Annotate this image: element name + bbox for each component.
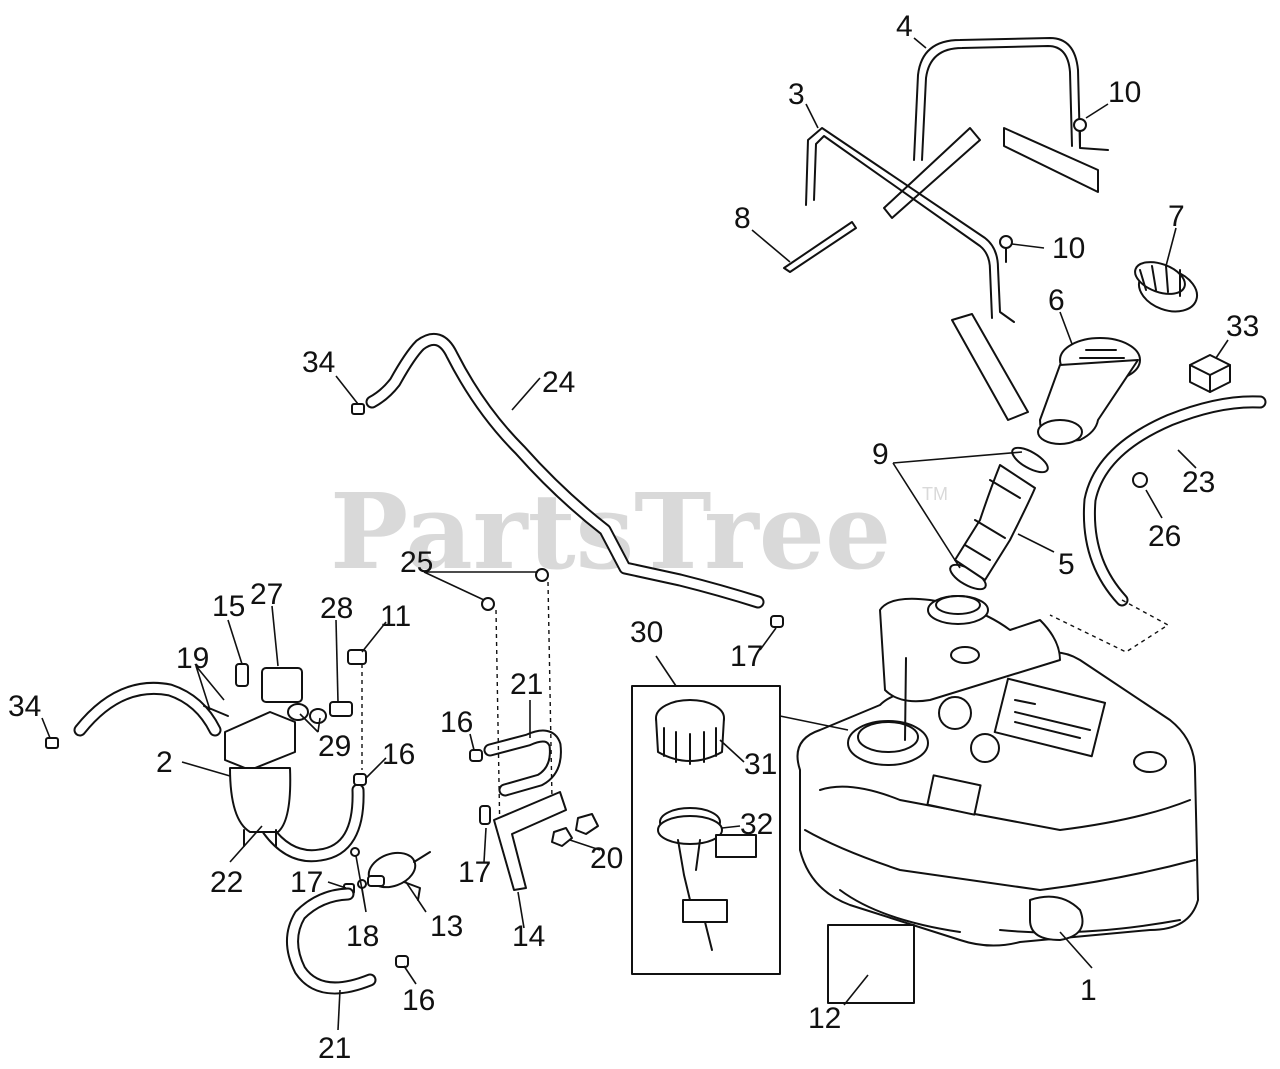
callout-17-bracket: 17 bbox=[458, 856, 491, 889]
callout-17-right: 17 bbox=[730, 640, 763, 673]
callout-15: 15 bbox=[212, 590, 245, 623]
leader-lines bbox=[41, 37, 1229, 1031]
callout-21-lower: 21 bbox=[318, 1032, 351, 1065]
callout-8: 8 bbox=[734, 202, 751, 235]
callout-30: 30 bbox=[630, 616, 663, 649]
part-26-clip bbox=[1132, 472, 1148, 488]
callouts: 1 2 3 4 5 6 7 8 9 10 10 11 12 13 14 15 1… bbox=[8, 10, 1259, 1065]
part-4-tank-strap-upper bbox=[913, 37, 1109, 161]
part-20-nuts bbox=[551, 813, 599, 847]
part-14-bracket bbox=[493, 791, 567, 891]
callout-28: 28 bbox=[320, 592, 353, 625]
callout-3: 3 bbox=[788, 78, 805, 111]
callout-9: 9 bbox=[872, 438, 889, 471]
callout-22: 22 bbox=[210, 866, 243, 899]
callout-1: 1 bbox=[1080, 974, 1097, 1007]
callout-7: 7 bbox=[1168, 200, 1185, 233]
tank-filler-port bbox=[927, 595, 989, 625]
part-10-bolt-upper bbox=[1073, 118, 1087, 147]
callout-18: 18 bbox=[346, 920, 379, 953]
callout-25: 25 bbox=[400, 546, 433, 579]
part-16-clamp-mid bbox=[353, 773, 367, 786]
part-7-fuel-cap bbox=[1134, 261, 1199, 313]
part-33-decal bbox=[1189, 354, 1231, 393]
part-21-hose-upper bbox=[483, 729, 562, 797]
callout-5: 5 bbox=[1058, 548, 1075, 581]
callout-20: 20 bbox=[590, 842, 623, 875]
callout-31: 31 bbox=[744, 748, 777, 781]
callout-6: 6 bbox=[1048, 284, 1065, 317]
callout-13: 13 bbox=[430, 910, 463, 943]
callout-16-mid: 16 bbox=[382, 738, 415, 771]
part-21-hose-lower bbox=[286, 887, 377, 995]
part-24-fuel-line bbox=[365, 332, 765, 609]
tank-pump-port bbox=[847, 657, 929, 766]
callout-23: 23 bbox=[1182, 466, 1215, 499]
part-17-clamp-right bbox=[770, 615, 784, 628]
callout-4: 4 bbox=[896, 10, 913, 43]
part-34-cap-left bbox=[45, 737, 59, 749]
callout-12: 12 bbox=[808, 1002, 841, 1035]
part-23-vent-line bbox=[1049, 395, 1267, 653]
part-3-tank-strap-front bbox=[805, 127, 1015, 323]
part-13-fuel-pump bbox=[367, 851, 431, 901]
callout-14: 14 bbox=[512, 920, 545, 953]
part-34-cap-upper bbox=[351, 403, 365, 415]
part-10-bolt-lower bbox=[999, 235, 1013, 263]
watermark-trademark: TM bbox=[922, 484, 948, 504]
callout-34-left: 34 bbox=[8, 690, 41, 723]
callout-24: 24 bbox=[542, 366, 575, 399]
part-12-decal bbox=[827, 924, 915, 1004]
callout-10-upper: 10 bbox=[1108, 76, 1141, 109]
part-9-hose-clamps bbox=[949, 446, 1049, 591]
callout-34-upper: 34 bbox=[302, 346, 335, 379]
part-17-clamp-bracket bbox=[479, 805, 491, 825]
part-28-fitting bbox=[329, 701, 353, 717]
callout-19: 19 bbox=[176, 642, 209, 675]
part-5-filler-hose bbox=[954, 464, 1036, 581]
part-1-fuel-tank bbox=[796, 597, 1199, 947]
part-32-fuel-pump-sender bbox=[657, 807, 757, 951]
part-8-pad bbox=[783, 221, 857, 273]
callout-26: 26 bbox=[1148, 520, 1181, 553]
callout-17-pump: 17 bbox=[290, 866, 323, 899]
part-31-lock-ring bbox=[655, 699, 725, 765]
callout-2: 2 bbox=[156, 746, 173, 779]
callout-16-bracket: 16 bbox=[440, 706, 473, 739]
callout-16-lower: 16 bbox=[402, 984, 435, 1017]
part-19-screw bbox=[203, 705, 229, 717]
callout-27: 27 bbox=[250, 578, 283, 611]
callout-10-lower: 10 bbox=[1052, 232, 1085, 265]
part-11-fitting bbox=[347, 649, 367, 770]
callout-32: 32 bbox=[740, 808, 773, 841]
part-29-fittings bbox=[287, 703, 327, 724]
part-30-fuel-pump-kit-box bbox=[631, 685, 849, 975]
callout-29: 29 bbox=[318, 730, 351, 763]
part-25-bolts bbox=[481, 568, 553, 841]
part-27-solenoid bbox=[261, 667, 303, 703]
part-16-clamp-bracket bbox=[469, 749, 483, 762]
callout-11: 11 bbox=[380, 600, 411, 633]
part-6-filler-neck bbox=[1037, 337, 1141, 445]
part-16-clamp-lower bbox=[395, 955, 409, 968]
part-15-fitting bbox=[235, 663, 249, 687]
strap-pads bbox=[883, 127, 1099, 421]
part-2-fuel-filter bbox=[224, 711, 296, 847]
callout-21-upper: 21 bbox=[510, 668, 543, 701]
callout-33: 33 bbox=[1226, 310, 1259, 343]
part-22-fuel-line bbox=[73, 681, 365, 863]
